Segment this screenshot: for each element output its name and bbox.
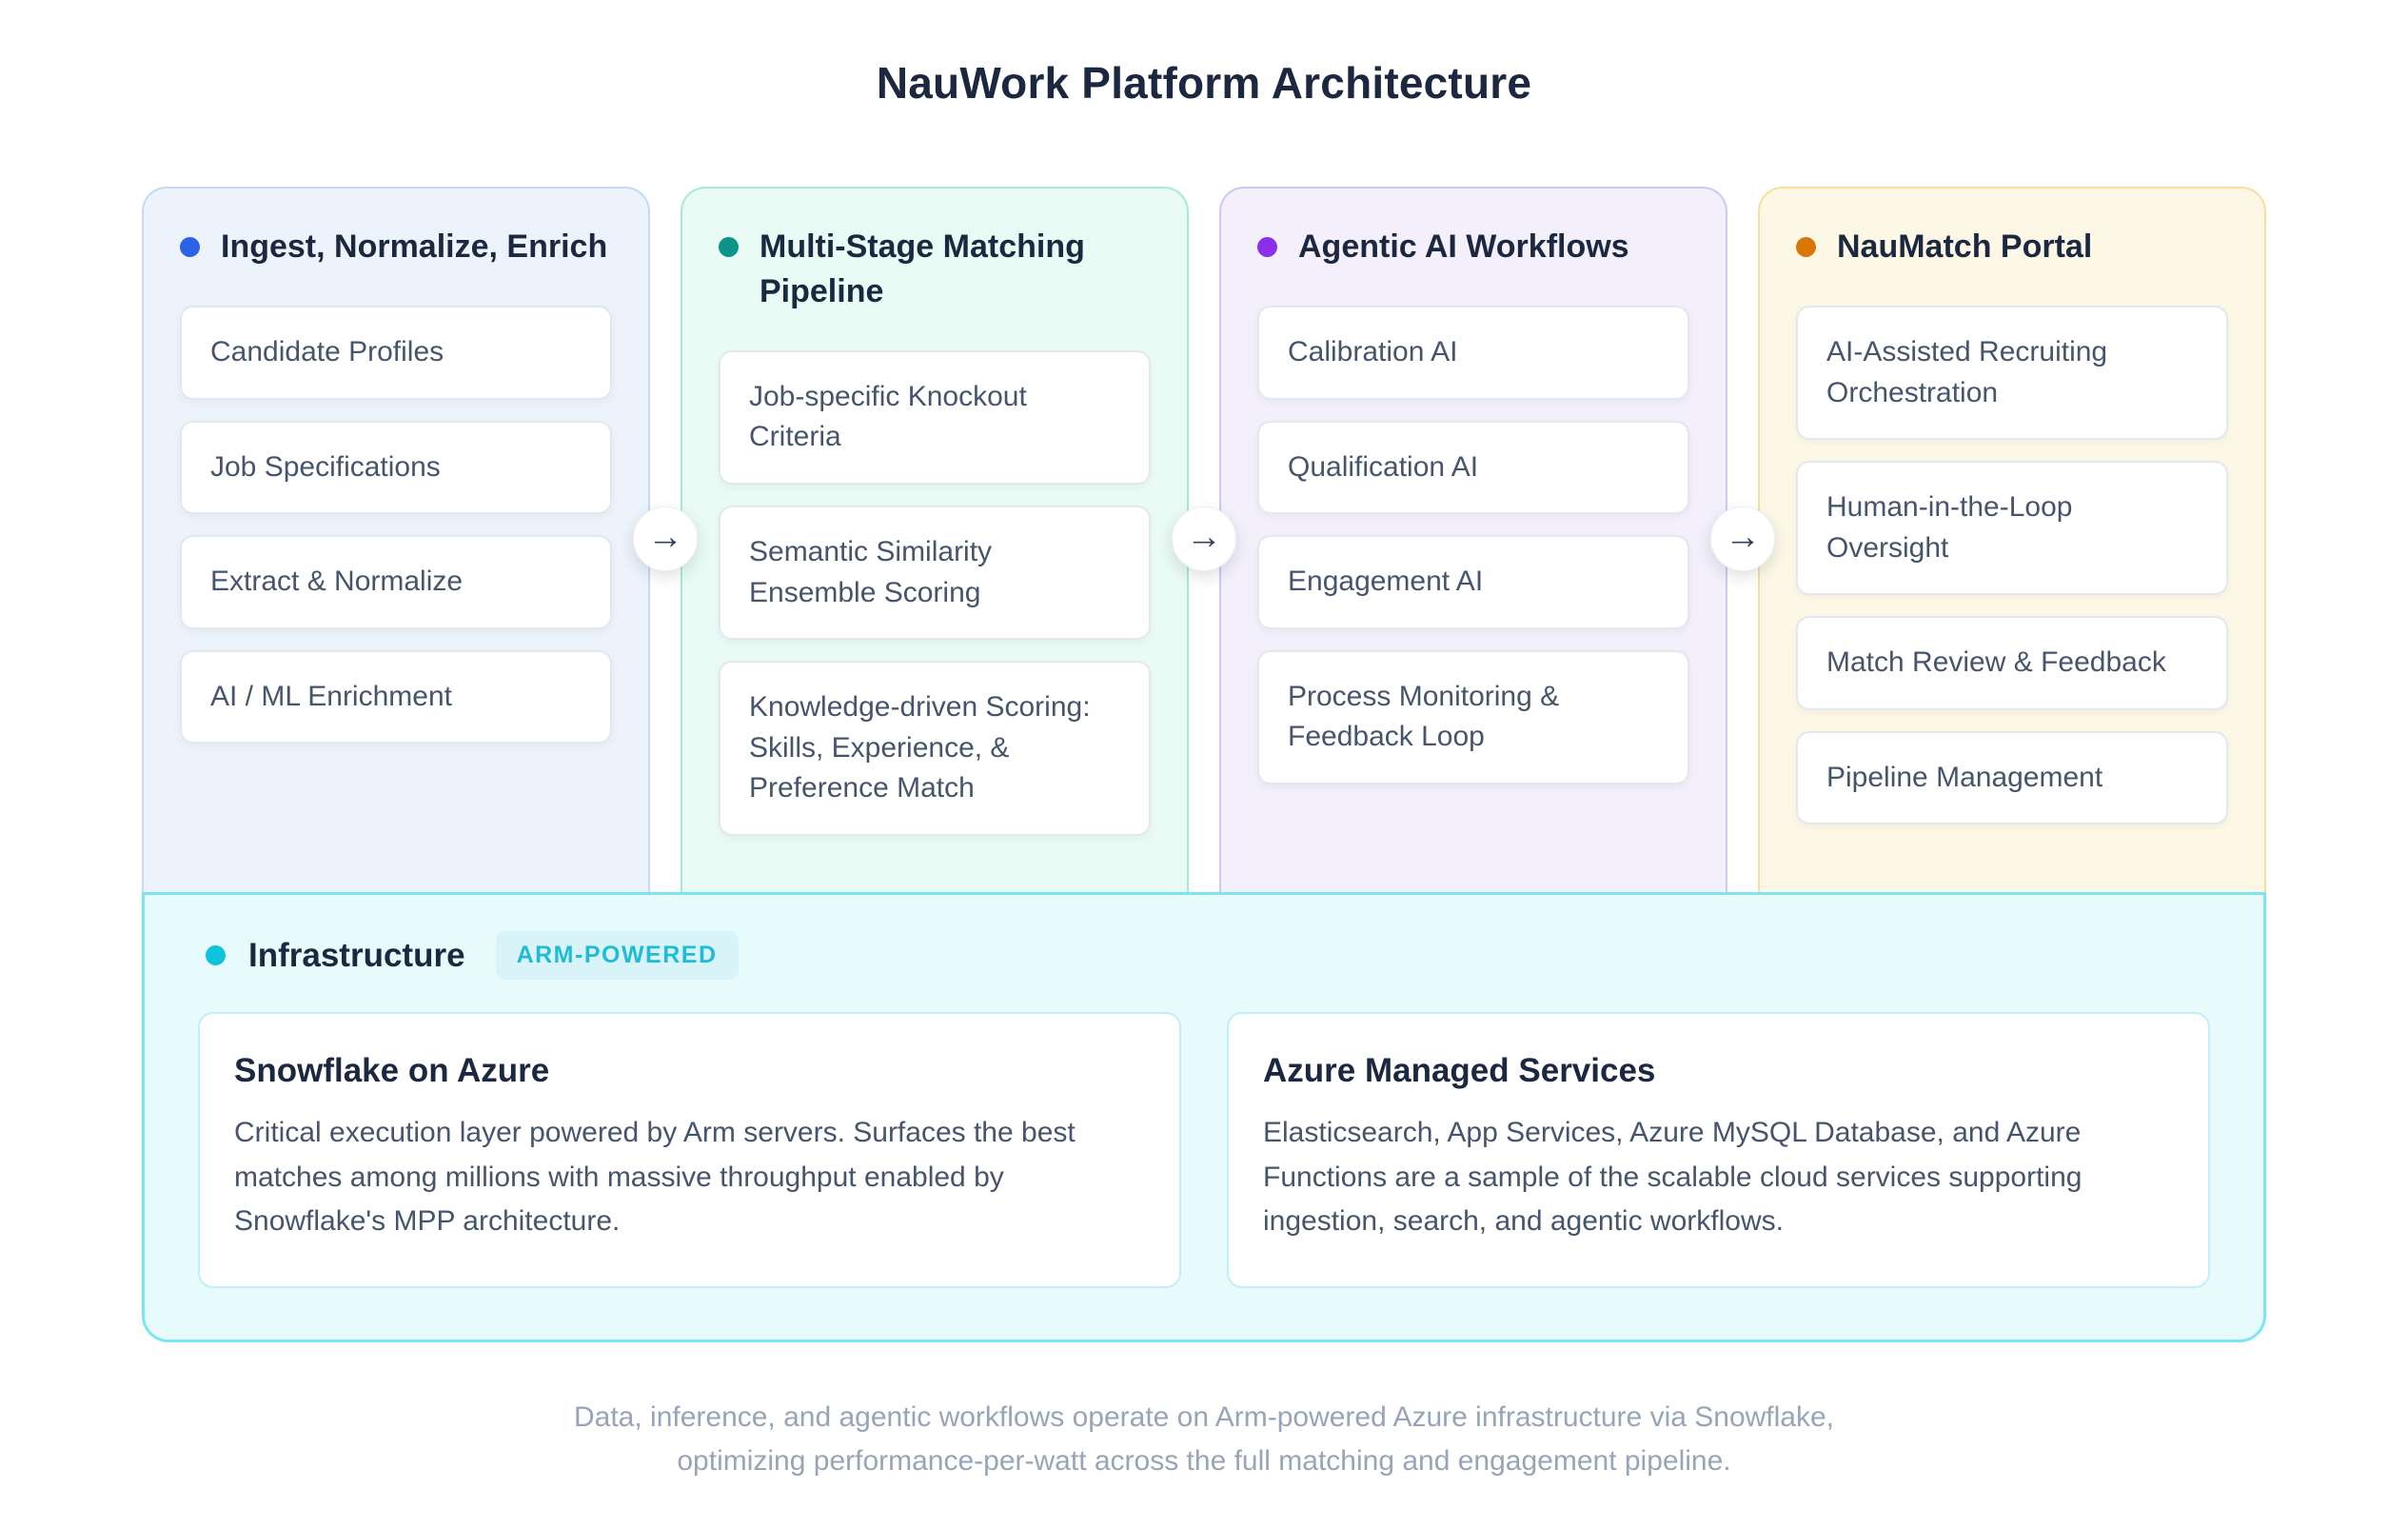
card-label: Job-specific Knockout Criteria — [749, 380, 1027, 453]
arrow-right-icon: → — [1725, 517, 1761, 557]
flow-arrow-chip: → — [633, 506, 698, 571]
pipeline-step-card: Human-in-the-Loop Oversight — [1796, 461, 2228, 596]
card-label: Knowledge-driven Scoring: Skills, Experi… — [749, 691, 1091, 804]
column-title: NauMatch Portal — [1837, 228, 2093, 265]
snowflake-on-azure-card: Snowflake on Azure Critical execution la… — [198, 1012, 1181, 1288]
column-matching-pipeline: Multi-Stage Matching Pipeline Job-specif… — [681, 187, 1189, 892]
column-agentic-ai-workflows: Agentic AI Workflows Calibration AI Qual… — [1219, 187, 1727, 892]
pipeline-step-card: AI / ML Enrichment — [180, 649, 612, 745]
diagram-board: Ingest, Normalize, Enrich Candidate Prof… — [142, 187, 2266, 1342]
bullet-dot-icon — [206, 945, 226, 965]
infrastructure-title: Infrastructure — [248, 936, 465, 974]
column-title: Agentic AI Workflows — [1298, 228, 1629, 265]
arrow-right-icon: → — [647, 517, 683, 557]
card-label: Pipeline Management — [1826, 761, 2103, 793]
card-label: Job Specifications — [210, 450, 441, 483]
arm-powered-badge: ARM-POWERED — [495, 931, 739, 980]
card-label: Extract & Normalize — [210, 566, 464, 598]
card-label: Calibration AI — [1288, 335, 1458, 367]
card-list: AI-Assisted Recruiting Orchestration Hum… — [1796, 305, 2228, 825]
bullet-dot-icon — [1796, 237, 1816, 257]
infra-card-body: Critical execution layer powered by Arm … — [234, 1117, 1076, 1237]
infra-card-title: Snowflake on Azure — [234, 1052, 550, 1089]
pipeline-step-card: Match Review & Feedback — [1796, 616, 2228, 710]
column-ingest-normalize-enrich: Ingest, Normalize, Enrich Candidate Prof… — [142, 187, 650, 892]
infra-card-title: Azure Managed Services — [1263, 1052, 1656, 1089]
column-title: Multi-Stage Matching Pipeline — [760, 228, 1085, 309]
column-naumatch-portal: NauMatch Portal AI-Assisted Recruiting O… — [1758, 187, 2266, 892]
pipeline-step-card: Pipeline Management — [1796, 730, 2228, 825]
footer-line: optimizing performance-per-watt across t… — [677, 1445, 1731, 1477]
pipeline-step-card: Semantic Similarity Ensemble Scoring — [719, 506, 1151, 641]
card-label: AI / ML Enrichment — [210, 680, 452, 712]
infrastructure-panel: Infrastructure ARM-POWERED Snowflake on … — [142, 892, 2266, 1342]
card-label: Human-in-the-Loop Oversight — [1826, 491, 2073, 564]
card-label: Semantic Similarity Ensemble Scoring — [749, 536, 993, 608]
pipeline-step-card: Job Specifications — [180, 420, 612, 515]
pipeline-step-card: Engagement AI — [1257, 535, 1689, 629]
flow-arrow-chip: → — [1710, 506, 1775, 571]
pipeline-step-card: Qualification AI — [1257, 420, 1689, 515]
infrastructure-cards-row: Snowflake on Azure Critical execution la… — [198, 1012, 2210, 1288]
bullet-dot-icon — [180, 237, 200, 257]
pipeline-columns-row: Ingest, Normalize, Enrich Candidate Prof… — [142, 187, 2266, 892]
pipeline-step-card: Process Monitoring & Feedback Loop — [1257, 649, 1689, 784]
card-list: Candidate Profiles Job Specifications Ex… — [180, 305, 612, 745]
arrow-right-icon: → — [1186, 517, 1222, 557]
pipeline-step-card: Job-specific Knockout Criteria — [719, 349, 1151, 485]
card-list: Job-specific Knockout Criteria Semantic … — [719, 349, 1151, 836]
card-label: AI-Assisted Recruiting Orchestration — [1826, 335, 2108, 408]
pipeline-step-card: Knowledge-driven Scoring: Skills, Experi… — [719, 661, 1151, 836]
page-title: NauWork Platform Architecture — [876, 58, 1532, 108]
footer-caption: Data, inference, and agentic workflows o… — [0, 1396, 2408, 1484]
bullet-dot-icon — [719, 237, 739, 257]
infra-card-body: Elasticsearch, App Services, Azure MySQL… — [1263, 1117, 2082, 1237]
pipeline-step-card: Extract & Normalize — [180, 535, 612, 629]
flow-arrow-chip: → — [1172, 506, 1236, 571]
pipeline-step-card: Candidate Profiles — [180, 305, 612, 400]
card-label: Match Review & Feedback — [1826, 646, 2166, 679]
bullet-dot-icon — [1257, 237, 1277, 257]
card-list: Calibration AI Qualification AI Engageme… — [1257, 305, 1689, 784]
column-header: NauMatch Portal — [1796, 225, 2228, 269]
footer-line: Data, inference, and agentic workflows o… — [573, 1400, 1834, 1433]
column-title: Ingest, Normalize, Enrich — [221, 228, 608, 265]
azure-managed-services-card: Azure Managed Services Elasticsearch, Ap… — [1227, 1012, 2210, 1288]
column-header: Ingest, Normalize, Enrich — [180, 225, 612, 269]
card-label: Engagement AI — [1288, 566, 1484, 598]
pipeline-step-card: Calibration AI — [1257, 305, 1689, 400]
infrastructure-header: Infrastructure ARM-POWERED — [198, 931, 2210, 980]
card-label: Qualification AI — [1288, 450, 1479, 483]
pipeline-step-card: AI-Assisted Recruiting Orchestration — [1796, 305, 2228, 441]
card-label: Candidate Profiles — [210, 335, 444, 367]
card-label: Process Monitoring & Feedback Loop — [1288, 680, 1560, 753]
column-header: Agentic AI Workflows — [1257, 225, 1689, 269]
column-header: Multi-Stage Matching Pipeline — [719, 225, 1151, 314]
